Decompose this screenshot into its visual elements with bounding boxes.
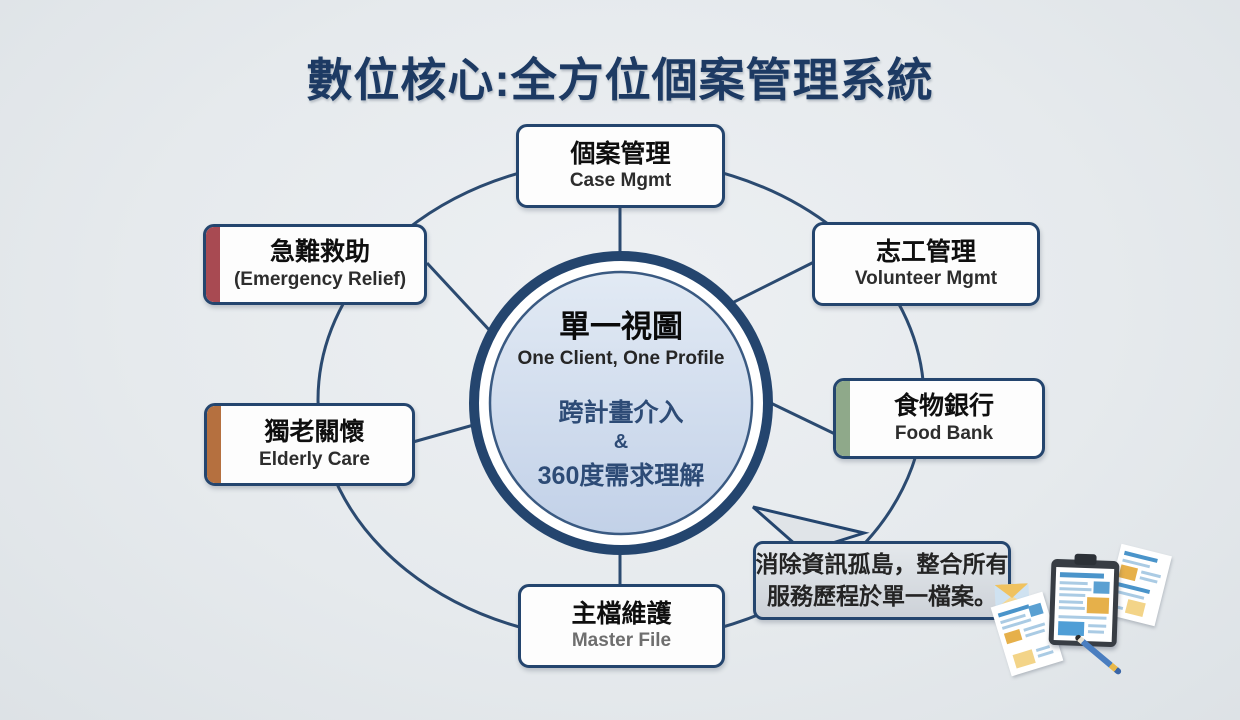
node-emergency-relief: 急難救助 (Emergency Relief): [203, 224, 427, 305]
hub-benefit-1: 跨計畫介入: [558, 399, 684, 428]
node-label-zh: 個案管理: [570, 139, 671, 168]
clipboard-icon: [1048, 553, 1120, 648]
hub-subheading: One Client, One Profile: [517, 348, 725, 370]
clipboard-page: [1053, 567, 1115, 642]
callout-bubble: 消除資訊孤島，整合所有 服務歷程於單一檔案。: [753, 541, 1011, 620]
node-elderly-care: 獨老關懷 Elderly Care: [204, 403, 415, 486]
node-label-en: (Emergency Relief): [233, 268, 407, 290]
hub-ampersand: &: [613, 431, 629, 454]
orange-accent-strip: [207, 406, 221, 483]
node-volunteer-mgmt: 志工管理 Volunteer Mgmt: [812, 222, 1040, 306]
node-master-file: 主檔維護 Master File: [518, 584, 725, 668]
node-label-en: Food Bank: [894, 422, 994, 444]
node-label-en: Elderly Care: [259, 448, 370, 470]
hub-single-view: 單一視圖 One Client, One Profile 跨計畫介入 & 360…: [481, 308, 761, 492]
node-label-zh: 主檔維護: [571, 599, 672, 628]
callout-line-1: 消除資訊孤島，整合所有: [755, 551, 1009, 578]
node-label-zh: 食物銀行: [893, 392, 994, 421]
clipboard-clip: [1074, 553, 1097, 566]
node-label-zh: 獨老關懷: [264, 418, 365, 447]
callout-line-2: 服務歷程於單一檔案。: [767, 582, 997, 609]
node-label-en: Case Mgmt: [569, 170, 672, 192]
node-food-bank: 食物銀行 Food Bank: [833, 378, 1045, 459]
green-accent-strip: [836, 381, 850, 456]
hub-benefit-2: 360度需求理解: [537, 462, 705, 491]
page-title: 數位核心:全方位個案管理系統: [306, 54, 934, 106]
node-case-mgmt: 個案管理 Case Mgmt: [516, 124, 725, 208]
node-label-en: Master File: [571, 630, 672, 652]
hub-inner-circle: [488, 270, 754, 536]
node-label-zh: 志工管理: [875, 237, 976, 266]
red-accent-strip: [206, 227, 220, 302]
hub-heading: 單一視圖: [559, 309, 683, 344]
node-label-zh: 急難救助: [269, 238, 370, 267]
node-label-en: Volunteer Mgmt: [854, 268, 998, 290]
